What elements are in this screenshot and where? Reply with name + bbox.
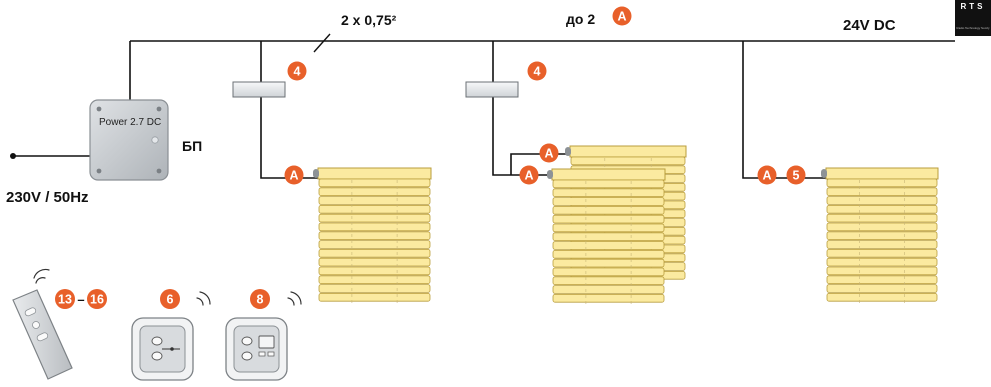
mains-terminal	[10, 153, 16, 159]
timer-down-icon	[241, 351, 253, 361]
connector-badge-2b-text: A	[544, 147, 553, 161]
junction-box-2	[465, 81, 519, 98]
screw-icon	[156, 106, 162, 112]
blind-2-front	[547, 168, 666, 306]
wall-timer	[225, 317, 288, 381]
wall-timer-badge-text: 8	[257, 293, 264, 307]
branch-wire-3	[742, 41, 826, 179]
junction-badge-1-text: 4	[294, 65, 301, 79]
connector-badge-1: A	[284, 165, 304, 185]
junction-badge-2-text: 4	[534, 65, 541, 79]
screw-icon	[96, 168, 102, 174]
connector-badge-1-text: A	[289, 169, 298, 183]
rts-logo: RTS Radio Technology Somfy	[955, 0, 991, 36]
max-connector-badge: A	[612, 6, 632, 26]
rts-logo-subtext: Radio Technology Somfy	[956, 26, 990, 30]
junction-box-1	[232, 81, 286, 98]
wall-switch-badge: 6	[160, 289, 180, 309]
psu-model-text: Power 2.7 DC	[99, 117, 162, 128]
wire-spec-label: 2 x 0,75²	[341, 12, 397, 28]
remote-badge-start-text: 13	[58, 293, 72, 307]
switch-down-icon	[151, 351, 163, 361]
remote-stop-icon	[32, 321, 40, 329]
remote-badge-start: 13	[55, 289, 75, 309]
psu-led	[151, 136, 159, 144]
motor-cap-icon	[565, 147, 571, 156]
blind-3	[821, 167, 939, 306]
power-supply	[89, 99, 169, 181]
screw-icon	[156, 168, 162, 174]
blinds	[313, 145, 939, 306]
rts-logo-text: RTS	[960, 2, 986, 11]
wall-switch	[131, 317, 194, 381]
extension-badge: 5	[786, 165, 806, 185]
connector-badge-3: A	[757, 165, 777, 185]
wall-switch-badge-text: 6	[167, 293, 174, 307]
motor-cap-icon	[547, 170, 553, 179]
screw-icon	[96, 106, 102, 112]
connector-badge-2a: A	[519, 165, 539, 185]
remote-up-icon	[24, 307, 37, 317]
motor-cap-icon	[821, 169, 827, 178]
handheld-remote	[12, 289, 73, 380]
badge-range-dash: –	[77, 292, 84, 307]
wall-timer-badge: 8	[250, 289, 270, 309]
max-motors-label: до 2	[566, 11, 596, 27]
dc-voltage-label: 24V DC	[843, 17, 896, 34]
junction-badge-1: 4	[287, 61, 307, 81]
remote-badge-end: 16	[87, 289, 107, 309]
motor-cap-icon	[313, 169, 319, 178]
signal-icon	[196, 291, 211, 306]
signal-icon	[33, 268, 50, 284]
timer-up-icon	[241, 336, 253, 346]
timer-display-icon	[258, 335, 275, 349]
wire-slash	[313, 33, 331, 53]
connector-badge-2b: A	[539, 143, 559, 163]
connector-badge-2a-text: A	[524, 169, 533, 183]
blind-1	[313, 167, 432, 306]
connector-badge-3-text: A	[762, 169, 771, 183]
switch-up-icon	[151, 336, 163, 346]
extension-badge-text: 5	[793, 169, 800, 183]
max-connector-badge-text: A	[617, 10, 626, 24]
control-devices	[12, 268, 302, 381]
junction-badge-2: 4	[527, 61, 547, 81]
signal-icon	[287, 291, 302, 306]
remote-badge-end-text: 16	[90, 293, 104, 307]
mains-voltage-label: 230V / 50Hz	[6, 189, 89, 206]
psu-label: БП	[182, 138, 203, 154]
remote-down-icon	[36, 332, 49, 342]
branch-wire-1	[260, 41, 318, 179]
